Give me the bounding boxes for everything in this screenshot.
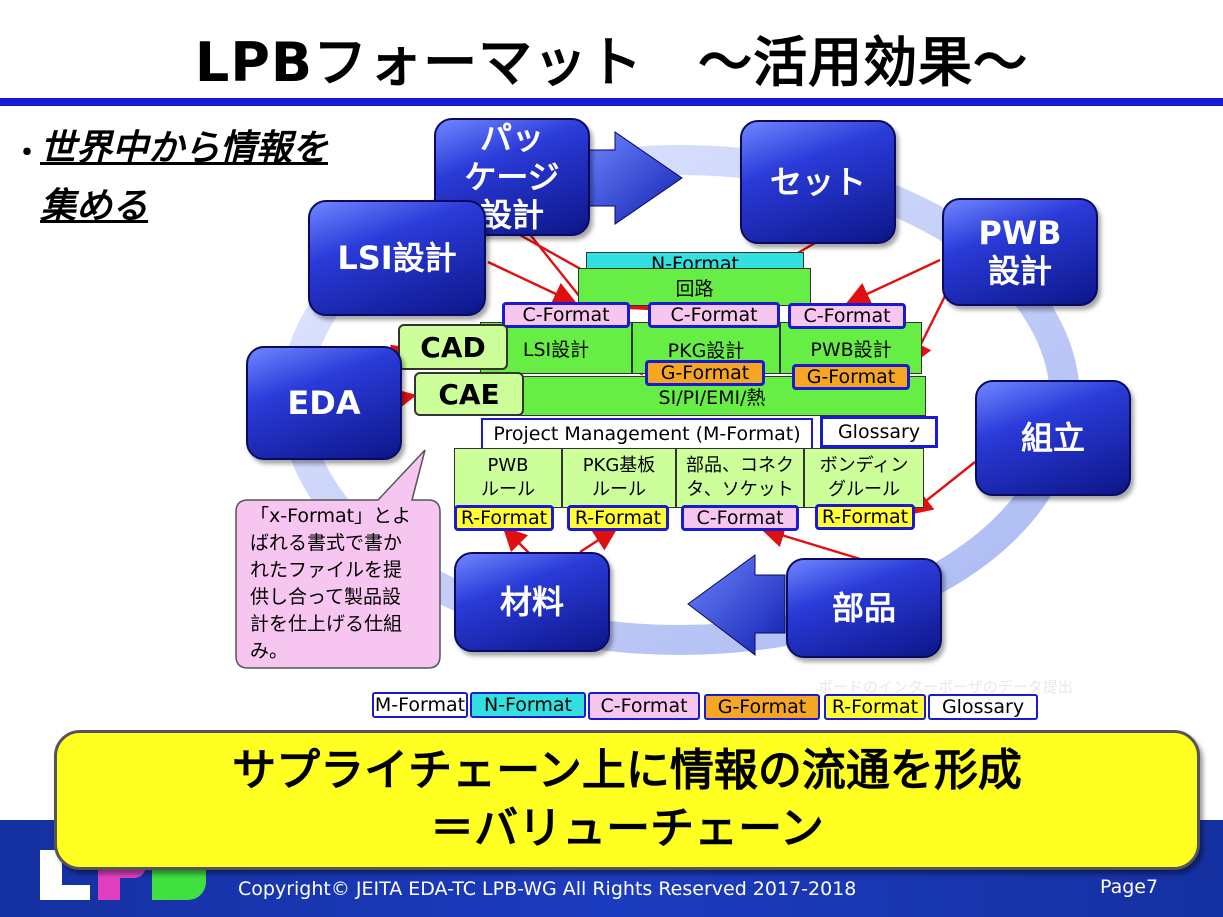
legend-cformat: C-Format <box>588 692 700 720</box>
arrow-material-rformat2 <box>579 527 619 554</box>
summary-banner: サプライチェーン上に情報の流通を形成 ＝バリューチェーン <box>54 730 1200 870</box>
rule-parts-box: 部品、コネク タ、ソケット <box>676 448 804 508</box>
rule-bonding-box: ボンディン グルール <box>804 448 924 508</box>
node-material: 材料 <box>454 552 610 652</box>
cformat-box-4: C-Format <box>681 505 799 531</box>
glossary-box: Glossary <box>820 416 938 448</box>
title-divider <box>0 98 1223 106</box>
cformat-box-3: C-Format <box>788 303 906 329</box>
page-title: LPBフォーマット ～活用効果～ <box>194 31 1029 94</box>
node-eda: EDA <box>246 346 402 460</box>
node-set: セット <box>740 120 896 244</box>
banner-line-1: サプライチェーン上に情報の流通を形成 <box>232 745 1022 796</box>
legend-glossary: Glossary <box>928 694 1038 720</box>
legend-gformat: G-Format <box>704 694 820 720</box>
flow-arrow-bottom <box>687 554 786 657</box>
callout-bubble <box>235 449 441 669</box>
watermark-text: ボードのインターポーザのデータ提出 <box>818 678 1073 696</box>
legend-rformat: R-Format <box>824 694 926 720</box>
arrow-material-rformat1 <box>502 526 531 555</box>
gformat-box-1: G-Format <box>645 360 765 386</box>
node-assembly: 組立 <box>975 380 1131 496</box>
gformat-box-2: G-Format <box>792 364 910 390</box>
rformat-box-2: R-Format <box>567 505 669 531</box>
bullet-line-2: 集める <box>40 186 149 227</box>
legend-mformat: M-Format <box>372 692 468 718</box>
node-lsi-design: LSI設計 <box>308 200 486 316</box>
cformat-box-2: C-Format <box>648 302 780 328</box>
arrow-parts-cformat <box>760 524 871 564</box>
cformat-box-1: C-Format <box>502 302 630 328</box>
bullet-text: 世界中から情報を 集める <box>40 120 370 236</box>
rule-pkg-box: PKG基板 ルール <box>562 448 676 508</box>
cad-box: CAD <box>398 324 508 370</box>
page-number: Page7 <box>1100 876 1159 898</box>
banner-line-2: ＝バリューチェーン <box>430 803 824 854</box>
bullet-marker: ・ <box>12 136 42 171</box>
legend-nformat: N-Format <box>470 692 586 718</box>
circuit-layer: 回路 <box>578 268 811 306</box>
node-parts: 部品 <box>786 558 942 658</box>
arrow-lsi-cformat <box>487 260 578 305</box>
cae-box: CAE <box>414 372 524 416</box>
node-pwb-design: PWB 設計 <box>942 198 1098 306</box>
flow-arrow-top <box>584 131 683 225</box>
rformat-box-1: R-Format <box>454 505 554 531</box>
callout-text: 「x-Format」とよばれる書式で書かれたファイルを提供し合って製品設計を仕上… <box>250 505 412 662</box>
rformat-box-3: R-Format <box>815 504 915 530</box>
arrow-pwb-cformat <box>845 258 941 305</box>
rule-pwb-box: PWB ルール <box>454 448 562 508</box>
project-management-box: Project Management (M-Format) <box>481 418 813 450</box>
copyright-text: Copyright© JEITA EDA-TC LPB-WG All Right… <box>238 878 857 900</box>
bullet-line-1: 世界中から情報を <box>40 128 329 169</box>
